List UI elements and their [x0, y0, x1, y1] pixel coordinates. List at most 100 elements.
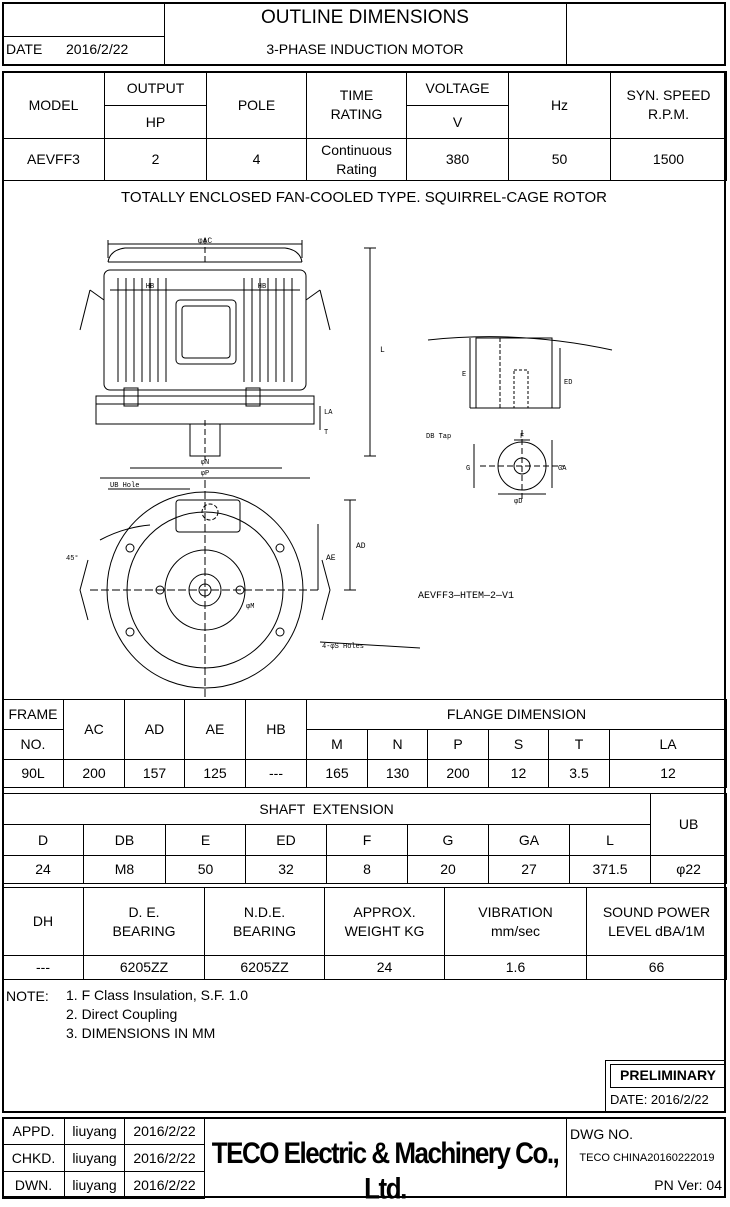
voltage-unit: V — [406, 105, 509, 139]
note-item-2: 2. Direct Coupling — [66, 1006, 178, 1022]
label-ad: AD — [356, 542, 366, 551]
dwg-number: TECO CHINA20160222019 — [579, 1152, 715, 1164]
f-header: F — [326, 824, 408, 856]
ga-value: 27 — [488, 855, 570, 884]
date-value: 2016/2/22 — [66, 41, 129, 57]
ga-header: GA — [488, 824, 570, 856]
note-label: NOTE: — [6, 988, 49, 1004]
voltage-value: 380 — [406, 138, 509, 181]
time-rating-value: Continuous Rating — [306, 138, 407, 181]
speed-header: SYN. SPEED R.P.M. — [610, 71, 727, 139]
label-db: DB Tap — [426, 433, 451, 441]
sound-header: SOUND POWER LEVEL dBA/1M — [586, 887, 727, 956]
note-item-3: 3. DIMENSIONS IN MM — [66, 1025, 216, 1041]
m-value: 165 — [306, 759, 368, 788]
label-l: L — [380, 346, 385, 355]
checked-role: CHKD. — [2, 1144, 65, 1172]
nde-bearing-value: 6205ZZ — [204, 955, 325, 980]
flange-view — [79, 480, 421, 700]
flange-header: FLANGE DIMENSION — [305, 699, 728, 730]
drawn-date: 2016/2/22 — [124, 1171, 205, 1199]
de-bearing-value: 6205ZZ — [83, 955, 205, 980]
motor-elevation — [79, 238, 376, 479]
d-value: 24 — [2, 855, 84, 884]
ac-header: AC — [63, 699, 125, 760]
output-header: OUTPUT — [104, 71, 207, 106]
ae-value: 125 — [184, 759, 246, 788]
approved-role: APPD. — [2, 1117, 65, 1145]
db-value: M8 — [83, 855, 166, 884]
label-ub: UB Hole — [110, 482, 139, 490]
ed-value: 32 — [245, 855, 327, 884]
p-header: P — [427, 729, 489, 760]
la-value: 12 — [608, 759, 728, 788]
preliminary-box — [605, 1060, 726, 1112]
date-label: DATE — [6, 41, 43, 57]
speed-value: 1500 — [610, 138, 727, 181]
label-hb-right: HB — [258, 283, 266, 291]
approved-date: 2016/2/22 — [124, 1117, 205, 1145]
t-header: T — [548, 729, 610, 760]
e-header: E — [165, 824, 246, 856]
label-t: T — [324, 429, 328, 437]
label-p: φP — [201, 470, 209, 478]
motor-drawing: φAC HB HB L LA T φN φP UB Hole AE AD 4-φ… — [66, 237, 613, 700]
ae-header: AE — [184, 699, 246, 760]
dh-header: DH — [2, 887, 84, 956]
label-la: LA — [324, 409, 333, 417]
checked-name: liuyang — [64, 1144, 125, 1172]
shaft-table: SHAFT EXTENSION UB D DB E ED F G GA L 24… — [1, 793, 728, 884]
label-hb-left: HB — [146, 283, 154, 291]
label-angle: 45° — [66, 554, 79, 563]
approval-table: APPD. liuyang 2016/2/22 CHKD. liuyang 20… — [2, 1117, 205, 1199]
preliminary-label: PRELIMINARY — [620, 1067, 716, 1083]
dwg-label: DWG NO. — [570, 1126, 633, 1142]
d-header: D — [2, 824, 84, 856]
drawn-name: liuyang — [64, 1171, 125, 1199]
hz-header: Hz — [508, 71, 611, 139]
company-name: TECO Electric & Machinery Co., Ltd. — [211, 1135, 560, 1206]
approved-name: liuyang — [64, 1117, 125, 1145]
checked-date: 2016/2/22 — [124, 1144, 205, 1172]
frame-header: FRAME — [2, 699, 64, 730]
la-header: LA — [608, 729, 728, 760]
shaft-title: SHAFT EXTENSION — [1, 793, 652, 825]
pole-header: POLE — [206, 71, 307, 139]
note-item-1: 1. F Class Insulation, S.F. 1.0 — [66, 987, 249, 1003]
sound-value: 66 — [586, 955, 727, 980]
label-s: 4-φS Holes — [322, 643, 364, 651]
f-value: 8 — [326, 855, 408, 884]
model-value: AEVFF3 — [2, 138, 105, 181]
header-frame — [2, 2, 726, 66]
voltage-header: VOLTAGE — [406, 71, 509, 106]
s-header: S — [488, 729, 549, 760]
label-ac: φAC — [198, 237, 213, 246]
weight-header: APPROX. WEIGHT KG — [324, 887, 445, 956]
vibration-header: VIBRATION mm/sec — [444, 887, 587, 956]
frame-no-header: NO. — [2, 729, 64, 760]
drawn-role: DWN. — [2, 1171, 65, 1199]
label-f: F — [520, 433, 524, 441]
header-subtitle: 3-PHASE INDUCTION MOTOR — [266, 41, 464, 57]
bearing-table: DH D. E. BEARING N.D.E. BEARING APPROX. … — [2, 887, 727, 980]
t-value: 3.5 — [548, 759, 610, 788]
n-value: 130 — [367, 759, 428, 788]
time-rating-header: TIME RATING — [306, 71, 407, 139]
label-d: φD — [514, 498, 522, 506]
header-title: OUTLINE DIMENSIONS — [261, 7, 469, 28]
ad-value: 157 — [124, 759, 185, 788]
pn-version: PN Ver: 04 — [654, 1177, 722, 1193]
nde-bearing-header: N.D.E. BEARING — [204, 887, 325, 956]
ub-header: UB — [650, 793, 728, 856]
ad-header: AD — [124, 699, 185, 760]
hz-value: 50 — [508, 138, 611, 181]
e-value: 50 — [165, 855, 246, 884]
model-header: MODEL — [2, 71, 105, 139]
shaft-detail — [427, 336, 613, 500]
n-header: N — [367, 729, 428, 760]
ub-value: φ22 — [650, 855, 728, 884]
p-value: 200 — [427, 759, 489, 788]
vibration-value: 1.6 — [444, 955, 587, 980]
drawing-caption: TOTALLY ENCLOSED FAN-COOLED TYPE. SQUIRR… — [121, 189, 607, 206]
label-ed: ED — [564, 379, 572, 387]
